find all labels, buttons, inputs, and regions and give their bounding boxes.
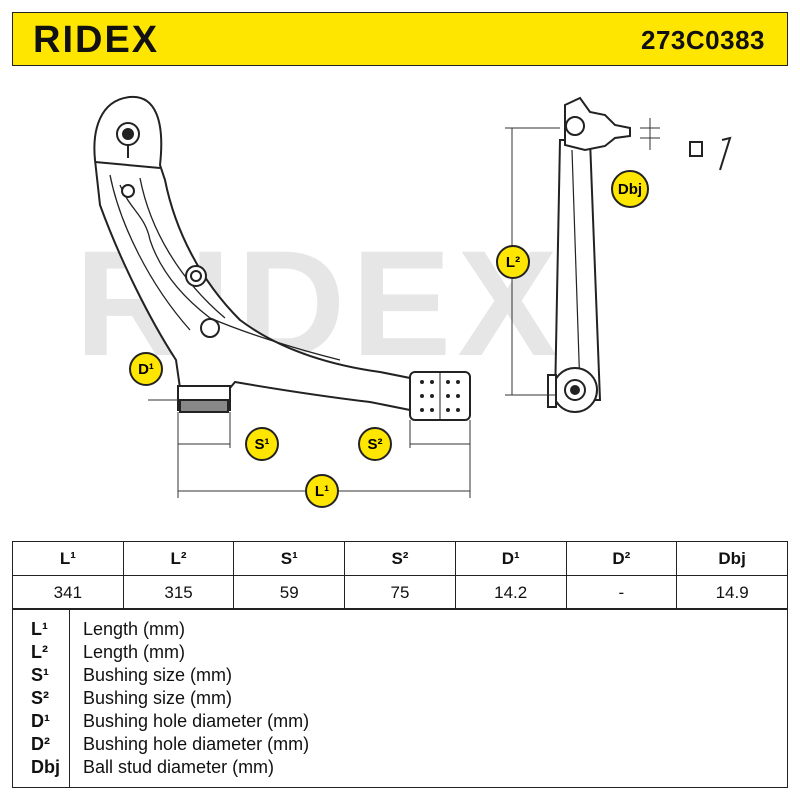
badge-s2-label: S²: [368, 436, 383, 453]
dimension-badges: D¹ S¹ S² L¹ L² Dbj: [129, 170, 649, 508]
legend-box: L¹ Length (mm) L² Length (mm) S¹ Bushing…: [12, 608, 788, 788]
spec-value-s2: 75: [344, 575, 456, 610]
specification-table: L¹ L² S¹ S² D¹ D² Dbj 341 315 59 75 14.2…: [12, 541, 788, 610]
badge-l1-label: L¹: [315, 483, 329, 500]
legend-symbol: S²: [31, 688, 49, 708]
control-arm-side-view: [547, 96, 732, 413]
technical-drawing: RIDEX: [12, 66, 788, 540]
legend-symbol: D¹: [31, 711, 50, 731]
legend-item: D² Bushing hole diameter (mm): [13, 734, 787, 757]
badge-dbj: Dbj: [611, 170, 649, 208]
legend-item: L¹ Length (mm): [13, 619, 787, 642]
badge-dbj-label: Dbj: [618, 181, 642, 198]
spec-value-row: 341 315 59 75 14.2 - 14.9: [12, 575, 788, 610]
spec-value-s1: 59: [233, 575, 346, 610]
legend-item: Dbj Ball stud diameter (mm): [13, 757, 787, 780]
legend-description: Bushing size (mm): [83, 665, 233, 685]
spec-header-d1: D¹: [454, 541, 567, 576]
badge-l2-label: L²: [506, 254, 520, 271]
legend-item: D¹ Bushing hole diameter (mm): [13, 711, 787, 734]
legend-description: Bushing hole diameter (mm): [83, 711, 310, 731]
spec-value-d1: 14.2: [454, 575, 567, 610]
badge-s1: S¹: [245, 427, 279, 461]
badge-s2: S²: [358, 427, 392, 461]
brand-name: RIDEX: [33, 19, 159, 61]
badge-l1: L¹: [305, 474, 339, 508]
badge-l2: L²: [496, 245, 530, 279]
spec-header-s2: S²: [344, 541, 456, 576]
legend-divider: [69, 609, 70, 787]
legend-symbol: S¹: [31, 665, 49, 685]
legend-description: Ball stud diameter (mm): [83, 757, 275, 777]
spec-value-l2: 315: [122, 575, 235, 610]
spec-header-l2: L²: [122, 541, 235, 576]
legend-description: Bushing hole diameter (mm): [83, 734, 310, 754]
legend-item: L² Length (mm): [13, 642, 787, 665]
legend-description: Bushing size (mm): [83, 688, 233, 708]
spec-value-dbj: 14.9: [676, 575, 788, 610]
spec-value-l1: 341: [12, 575, 124, 610]
legend-symbol: Dbj: [31, 757, 60, 777]
spec-header-l1: L¹: [12, 541, 124, 576]
badge-d1-label: D¹: [138, 361, 154, 378]
legend-symbol: L¹: [31, 619, 48, 639]
legend-symbol: D²: [31, 734, 50, 754]
ridex-logo: RIDEX: [33, 19, 203, 66]
badge-s1-label: S¹: [255, 436, 270, 453]
header-banner: RIDEX 273C0383: [12, 12, 788, 66]
spec-header-d2: D²: [565, 541, 678, 576]
legend-description: Length (mm): [83, 642, 186, 662]
control-arm-front-view: [93, 95, 471, 421]
legend-symbol: L²: [31, 642, 48, 662]
spec-header-s1: S¹: [233, 541, 346, 576]
legend-description: Length (mm): [83, 619, 186, 639]
spec-header-dbj: Dbj: [676, 541, 788, 576]
legend-item: S¹ Bushing size (mm): [13, 665, 787, 688]
legend-item: S² Bushing size (mm): [13, 688, 787, 711]
badge-d1: D¹: [129, 352, 163, 386]
part-number: 273C0383: [641, 25, 765, 55]
spec-header-row: L¹ L² S¹ S² D¹ D² Dbj: [12, 541, 788, 576]
spec-value-d2: -: [565, 575, 678, 610]
